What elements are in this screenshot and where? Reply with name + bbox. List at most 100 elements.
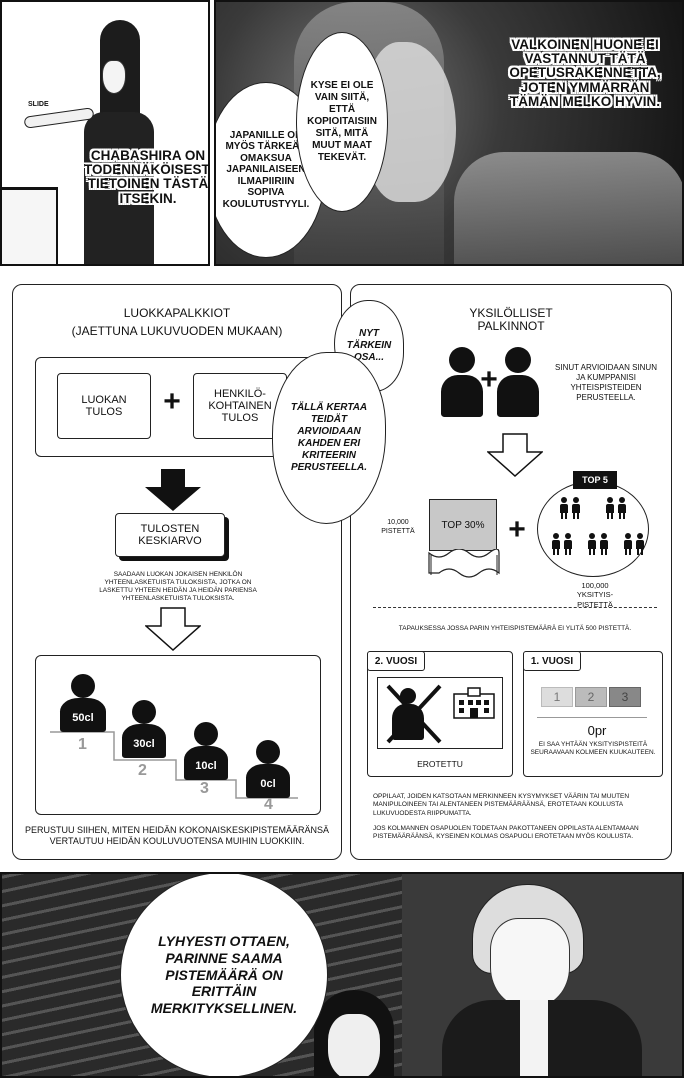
year1-cell-1: 1: [541, 687, 573, 707]
cross-icon: [386, 684, 442, 744]
top5-circle: [537, 481, 649, 577]
rank-4-score: 0cl: [260, 778, 276, 790]
pair-plus: +: [480, 363, 498, 396]
stick-figure: [563, 533, 573, 555]
arrow-down-outline: [145, 607, 201, 651]
top30-label: TOP 30%: [441, 519, 485, 531]
partner-person: [497, 347, 539, 417]
school-building-icon: [453, 687, 495, 719]
boy-face: [490, 918, 570, 1008]
rank-3-head: [194, 722, 218, 746]
girl-face: [328, 1014, 380, 1076]
stick-figure: [635, 533, 645, 555]
average-box: TULOSTEN KESKIARVO: [115, 513, 225, 557]
rule-1: OPPILAAT, JOIDEN KATSOTAAN MERKINNEEN KY…: [373, 793, 630, 817]
rank-2-person: 30cl: [122, 700, 166, 758]
bubble-summary: LYHYESTI OTTAEN, PARINNE SAAMA PISTEMÄÄR…: [120, 874, 328, 1076]
panel-student: JAPANILLE ON MYÖS TÄRKEÄÄ OMAKSUA JAPANI…: [214, 0, 684, 266]
condition-text: TAPAUKSESSA JOSSA PARIN YHTEISPISTEMÄÄRÄ…: [398, 625, 632, 632]
partner-torso: [497, 375, 539, 417]
year1-zero: 0pr: [587, 723, 607, 738]
rank-2-torso: [122, 724, 166, 758]
sfx-slide: SLIDE: [28, 101, 49, 108]
year1-label: 1. VUOSI: [530, 655, 574, 667]
year2-scene: [377, 677, 503, 749]
pair-description: SINUT ARVIOIDAAN SINUN JA KUMPPANISI YHT…: [555, 363, 657, 402]
stick-figure: [551, 533, 561, 555]
stick-figure: [587, 533, 597, 555]
year1-divider: [537, 717, 647, 718]
teacher-body: [84, 112, 154, 264]
class-reward-title: LUOKKAPALKKIOT: [123, 306, 231, 320]
rank-1-torso: [60, 698, 106, 732]
class-results-text: LUOKAN TULOS: [81, 394, 127, 418]
year2-label: 2. VUOSI: [374, 655, 418, 667]
rank-3-torso: [184, 746, 228, 780]
expelled-person-head: [400, 688, 416, 704]
stick-figure: [617, 497, 627, 519]
panel-diagram: LUOKKAPALKKIOT (JAETTUNA LUKUVUODEN MUKA…: [0, 272, 684, 864]
rank-1-score: 50cl: [72, 712, 94, 724]
rank-4-person: 0cl: [246, 740, 290, 798]
bubble-two-criteria-text: TÄLLÄ KERTAA TEIDÄT ARVIOIDAAN KAHDEN ER…: [290, 402, 368, 473]
teacher-face: [102, 60, 126, 94]
individual-reward-title: YKSILÖLLISET PALKINNOT: [469, 306, 553, 334]
bubble-japan-style-text: JAPANILLE ON MYÖS TÄRKEÄÄ OMAKSUA JAPANI…: [222, 129, 310, 210]
bubble-not-copy: KYSE EI OLE VAIN SIITÄ, ETTÄ KOPIOITAISI…: [296, 32, 388, 212]
rank-3-score: 10cl: [195, 760, 217, 772]
class-results-box: LUOKAN TULOS: [57, 373, 151, 439]
stick-figure: [599, 533, 609, 555]
rank-4-number: 4: [264, 796, 273, 813]
year1-frame: [523, 651, 663, 777]
year2-label-box: 2. VUOSI: [367, 651, 425, 671]
individual-results-text: HENKILÖ-KOHTAINEN TULOS: [208, 388, 272, 424]
rank-2-score: 30cl: [133, 738, 155, 750]
year2-result: EROTETTU: [417, 759, 463, 769]
top5-points: 100,000 YKSITYIS-PISTETTÄ: [576, 581, 614, 609]
panel-bottom: LYHYESTI OTTAEN, PARINNE SAAMA PISTEMÄÄR…: [0, 872, 684, 1078]
individual-reward-frame: YKSILÖLLISET PALKINNOT + SINUT ARVIOIDAA…: [350, 284, 672, 860]
caption-chabashira: CHABASHIRA ON TODENNÄKÖISESTI TIETOINEN …: [84, 148, 210, 206]
year1-cell-2: 2: [575, 687, 607, 707]
stick-figure: [605, 497, 615, 519]
podium-steps: [50, 731, 298, 799]
class-reward-frame: LUOKKAPALKKIOT (JAETTUNA LUKUVUODEN MUKA…: [12, 284, 342, 860]
top30-box: TOP 30%: [429, 499, 497, 551]
results-plus: +: [163, 385, 181, 418]
dashed-divider: [373, 607, 657, 608]
class-reward-footer: PERUSTUU SIIHEN, MITEN HEIDÄN KOKONAISKE…: [24, 825, 330, 847]
stick-figure: [623, 533, 633, 555]
year2-frame: [367, 651, 513, 777]
rank-3-person: 10cl: [184, 722, 228, 780]
class-reward-subtitle: (JAETTUNA LUKUVUODEN MUKAAN): [71, 324, 283, 338]
individual-results-box: HENKILÖ-KOHTAINEN TULOS: [193, 373, 287, 439]
stick-figure: [571, 497, 581, 519]
bubble-two-criteria: TÄLLÄ KERTAA TEIDÄT ARVIOIDAAN KAHDEN ER…: [272, 352, 386, 524]
rank-3-number: 3: [200, 780, 209, 797]
stick-figure: [559, 497, 569, 519]
rule-2: JOS KOLMANNEN OSAPUOLEN TODETAAN PAKOTTA…: [373, 825, 639, 841]
top-plus: +: [508, 513, 526, 546]
self-head: [449, 347, 475, 373]
whiteboard: [2, 187, 58, 264]
year1-cell-3: 3: [609, 687, 641, 707]
arrow-down-outline-right: [487, 433, 543, 477]
self-person: [441, 347, 483, 417]
caption-white-room: VALKOINEN HUONE EI VASTANNUT TÄTÄ OPETUS…: [509, 37, 661, 109]
panel-teacher: SLIDE CHABASHIRA ON TODENNÄKÖISESTI TIET…: [0, 0, 210, 266]
year1-cell-1-text: 1: [553, 690, 561, 704]
top5-badge: TOP 5: [573, 471, 617, 489]
year1-cell-3-text: 3: [621, 690, 629, 704]
rank-4-head: [256, 740, 280, 764]
crowd: [454, 152, 682, 264]
top5-label: TOP 5: [582, 475, 608, 485]
boy-shirt: [520, 1000, 548, 1076]
rank-1-person: 50cl: [60, 674, 106, 732]
bubble-not-copy-text: KYSE EI OLE VAIN SIITÄ, ETTÄ KOPIOITAISI…: [307, 80, 377, 163]
top30-points: 10,000 PISTETTÄ: [381, 519, 415, 535]
year1-cell-2-text: 2: [587, 690, 595, 704]
bubble-japan-style: JAPANILLE ON MYÖS TÄRKEÄÄ OMAKSUA JAPANI…: [216, 82, 326, 258]
rank-1-head: [71, 674, 95, 698]
year1-result: EI SAA YHTÄÄN YKSITYISPISTEITÄ SEURAAVAA…: [530, 741, 656, 757]
top30-scroll: [428, 549, 500, 578]
